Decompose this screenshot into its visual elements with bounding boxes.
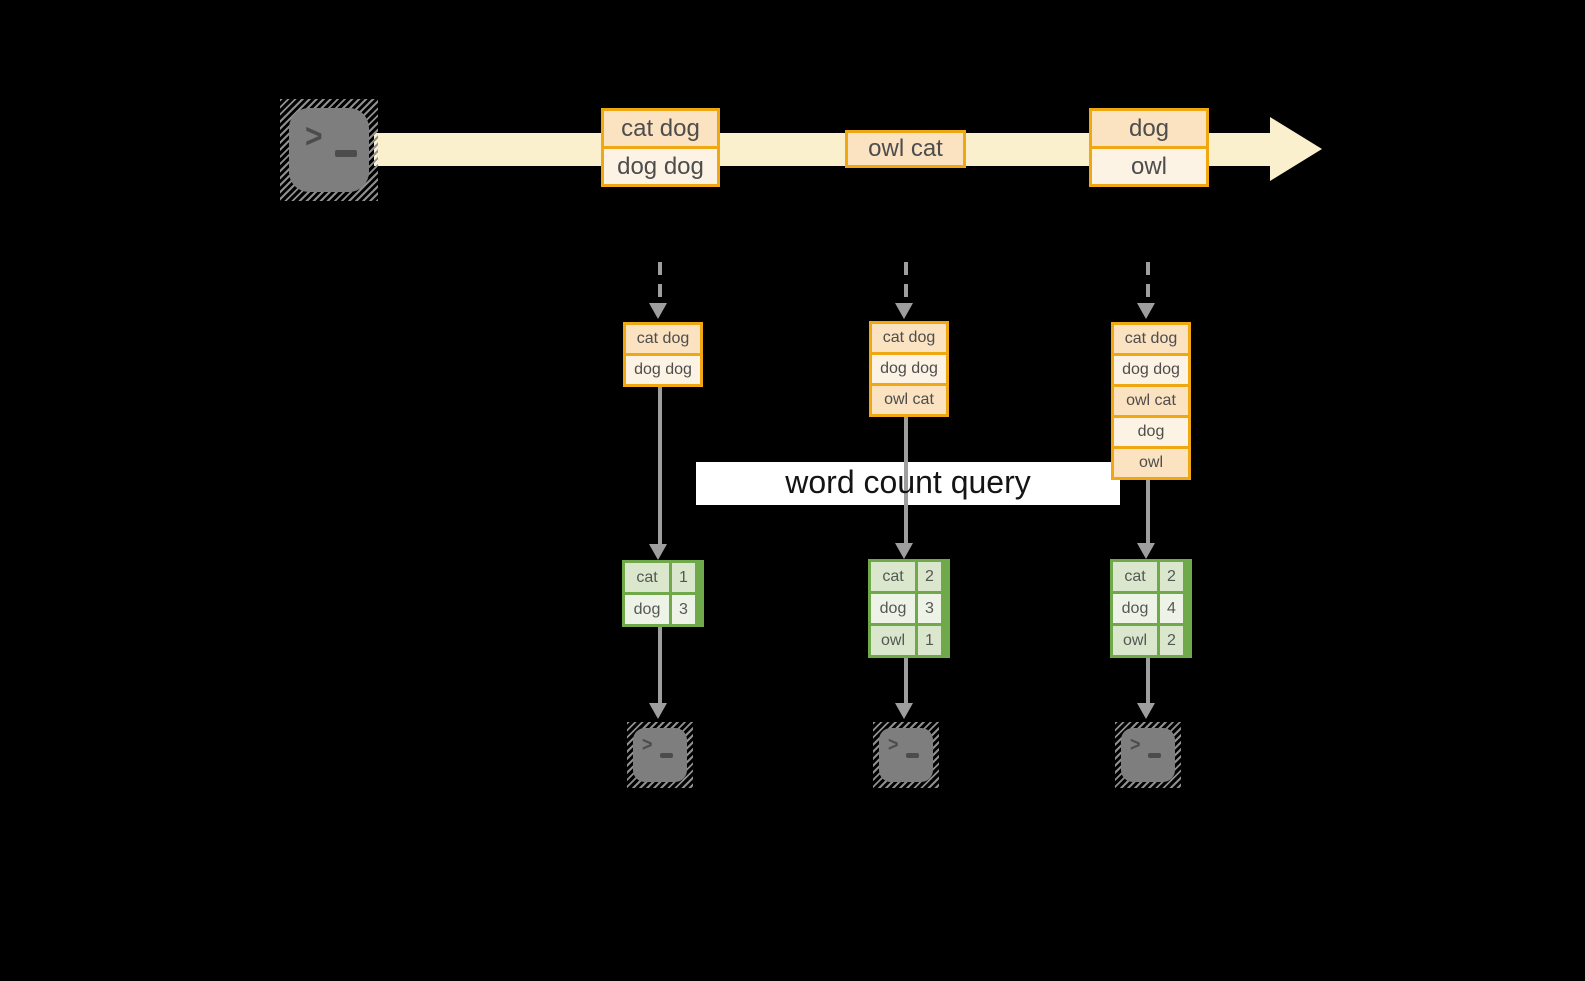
arrowhead-icon — [1137, 543, 1155, 559]
terminal-screen: > — [289, 108, 369, 192]
count-table-3: cat 2 dog 4 owl 2 — [1110, 559, 1192, 658]
count-cell: 1 — [672, 563, 695, 592]
trigger-arrow — [904, 262, 908, 303]
prompt-chevron-icon: > — [1130, 732, 1141, 756]
batch-cell: owl cat — [1114, 387, 1188, 415]
event-line: owl — [1092, 149, 1206, 184]
word-cell: cat — [871, 562, 915, 591]
output-arrow — [1146, 658, 1150, 703]
stream-arrowhead-icon — [1270, 117, 1322, 181]
word-cell: dog — [625, 595, 669, 624]
arrowhead-icon — [649, 544, 667, 560]
event-line: owl cat — [848, 133, 963, 165]
process-arrow — [904, 417, 908, 543]
batch-cell: dog — [1114, 418, 1188, 446]
count-cell: 2 — [1160, 626, 1183, 655]
count-cell: 3 — [918, 594, 941, 623]
prompt-chevron-icon: > — [305, 117, 323, 156]
trigger-arrow — [1146, 262, 1150, 303]
count-cell: 2 — [1160, 562, 1183, 591]
event-line: dog — [1092, 111, 1206, 146]
output-arrow — [658, 627, 662, 703]
word-cell: dog — [1113, 594, 1157, 623]
batch-cell: owl — [1114, 449, 1188, 477]
arrowhead-icon — [1137, 303, 1155, 319]
sink-terminal-icon: > — [873, 722, 939, 788]
source-terminal-icon: > — [280, 99, 378, 201]
query-label: word count query — [785, 464, 1031, 500]
trigger-arrow — [658, 262, 662, 303]
event-line: cat dog — [604, 111, 717, 146]
batch-cell: cat dog — [626, 325, 700, 353]
sink-terminal-icon: > — [627, 722, 693, 788]
batch-stack-1: cat dog dog dog — [623, 322, 703, 387]
word-cell: owl — [1113, 626, 1157, 655]
prompt-cursor-icon — [335, 150, 357, 157]
process-arrow — [1146, 480, 1150, 543]
prompt-cursor-icon — [1148, 753, 1161, 758]
arrowhead-icon — [895, 703, 913, 719]
terminal-screen: > — [633, 728, 687, 782]
batch-cell: cat dog — [872, 324, 946, 352]
batch-stack-3: cat dog dog dog owl cat dog owl — [1111, 322, 1191, 480]
sink-terminal-icon: > — [1115, 722, 1181, 788]
arrowhead-icon — [649, 303, 667, 319]
batch-cell: dog dog — [626, 356, 700, 384]
batch-cell: cat dog — [1114, 325, 1188, 353]
word-cell: owl — [871, 626, 915, 655]
arrowhead-icon — [649, 703, 667, 719]
batch-cell: owl cat — [872, 386, 946, 414]
output-arrow — [904, 658, 908, 703]
prompt-chevron-icon: > — [888, 732, 899, 756]
prompt-cursor-icon — [906, 753, 919, 758]
count-table-1: cat 1 dog 3 — [622, 560, 704, 627]
word-cell: dog — [871, 594, 915, 623]
terminal-screen: > — [879, 728, 933, 782]
stream-event-box-2: owl cat — [845, 130, 966, 168]
count-cell: 4 — [1160, 594, 1183, 623]
count-table-2: cat 2 dog 3 owl 1 — [868, 559, 950, 658]
stream-event-box-3: dog owl — [1089, 108, 1209, 187]
prompt-chevron-icon: > — [642, 732, 653, 756]
process-arrow — [658, 387, 662, 544]
arrowhead-icon — [895, 303, 913, 319]
stream-event-box-1: cat dog dog dog — [601, 108, 720, 187]
count-cell: 2 — [918, 562, 941, 591]
query-label-box — [696, 462, 1120, 505]
prompt-cursor-icon — [660, 753, 673, 758]
batch-stack-2: cat dog dog dog owl cat — [869, 321, 949, 417]
arrowhead-icon — [1137, 703, 1155, 719]
arrowhead-icon — [895, 543, 913, 559]
count-cell: 1 — [918, 626, 941, 655]
event-line: dog dog — [604, 149, 717, 184]
batch-cell: dog dog — [1114, 356, 1188, 384]
count-cell: 3 — [672, 595, 695, 624]
terminal-screen: > — [1121, 728, 1175, 782]
word-cell: cat — [1113, 562, 1157, 591]
word-cell: cat — [625, 563, 669, 592]
batch-cell: dog dog — [872, 355, 946, 383]
